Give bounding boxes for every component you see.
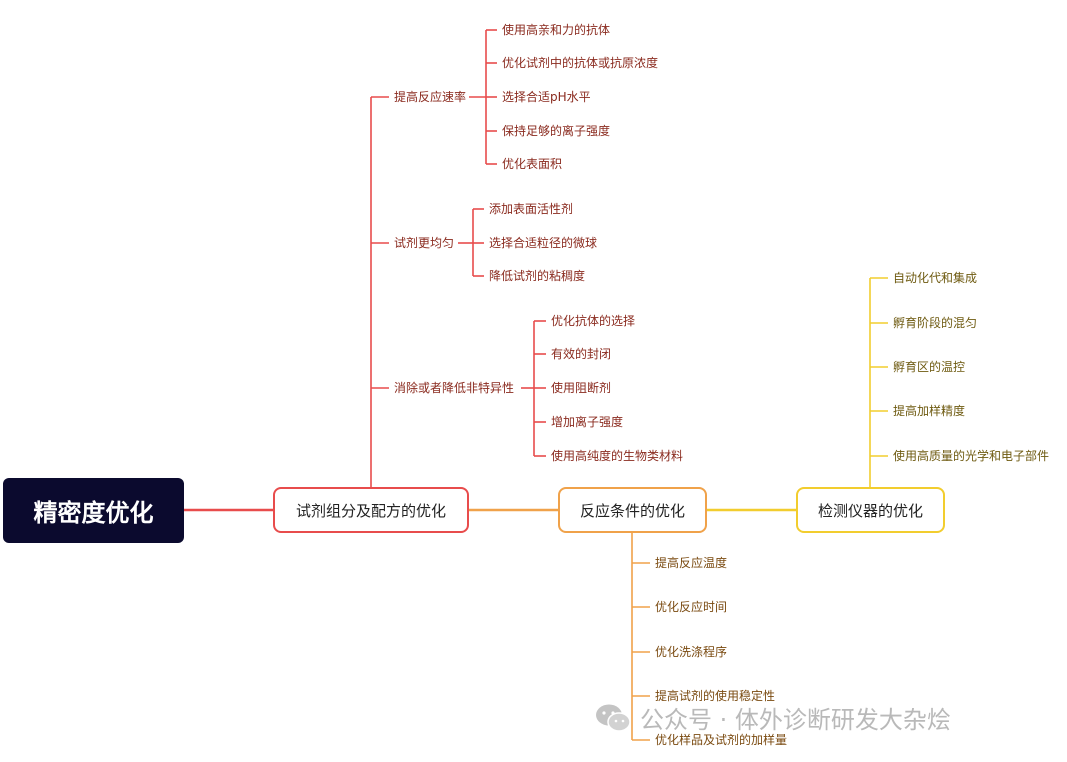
leaf-label[interactable]: 使用阻断剂 [551,381,612,395]
leaf-label[interactable]: 优化洗涤程序 [655,645,728,659]
leaf-label[interactable]: 保持足够的离子强度 [502,124,611,138]
leaf-label[interactable]: 有效的封闭 [551,347,612,361]
leaf-label[interactable]: 提高反应温度 [655,556,728,570]
branch-node-reagent[interactable]: 试剂组分及配方的优化 [273,487,469,533]
branch-node-reaction-conditions[interactable]: 反应条件的优化 [558,487,707,533]
group-label[interactable]: 提高反应速率 [394,90,467,104]
leaf-label[interactable]: 使用高质量的光学和电子部件 [893,449,1050,463]
leaf-label[interactable]: 使用高纯度的生物类材料 [551,449,684,463]
leaf-label[interactable]: 优化抗体的选择 [551,314,636,328]
leaf-label[interactable]: 优化试剂中的抗体或抗原浓度 [502,56,659,70]
leaf-label[interactable]: 增加离子强度 [551,415,624,429]
wechat-icon [596,704,631,732]
leaf-label[interactable]: 添加表面活性剂 [489,202,574,216]
leaf-label[interactable]: 选择合适pH水平 [502,90,591,104]
group-label[interactable]: 消除或者降低非特异性 [394,381,515,395]
leaf-label[interactable]: 提高试剂的使用稳定性 [655,689,776,703]
leaf-label[interactable]: 使用高亲和力的抗体 [502,23,611,37]
watermark-text: 公众号 · 体外诊断研发大杂烩 [640,706,951,734]
root-node[interactable]: 精密度优化 [3,478,184,543]
leaf-label[interactable]: 孵育区的温控 [893,360,966,374]
leaf-label[interactable]: 自动化代和集成 [893,271,978,285]
leaf-label[interactable]: 降低试剂的粘稠度 [489,269,586,283]
group-label[interactable]: 试剂更均匀 [394,236,455,250]
watermark: 公众号 · 体外诊断研发大杂烩 [594,700,951,735]
leaf-label[interactable]: 优化反应时间 [655,600,728,614]
leaf-label[interactable]: 优化样品及试剂的加样量 [655,733,788,747]
branch-node-instrument[interactable]: 检测仪器的优化 [796,487,945,533]
leaf-label[interactable]: 孵育阶段的混匀 [893,316,978,330]
leaf-label[interactable]: 优化表面积 [502,157,563,171]
leaf-label[interactable]: 选择合适粒径的微球 [489,236,598,250]
leaf-label[interactable]: 提高加样精度 [893,404,966,418]
